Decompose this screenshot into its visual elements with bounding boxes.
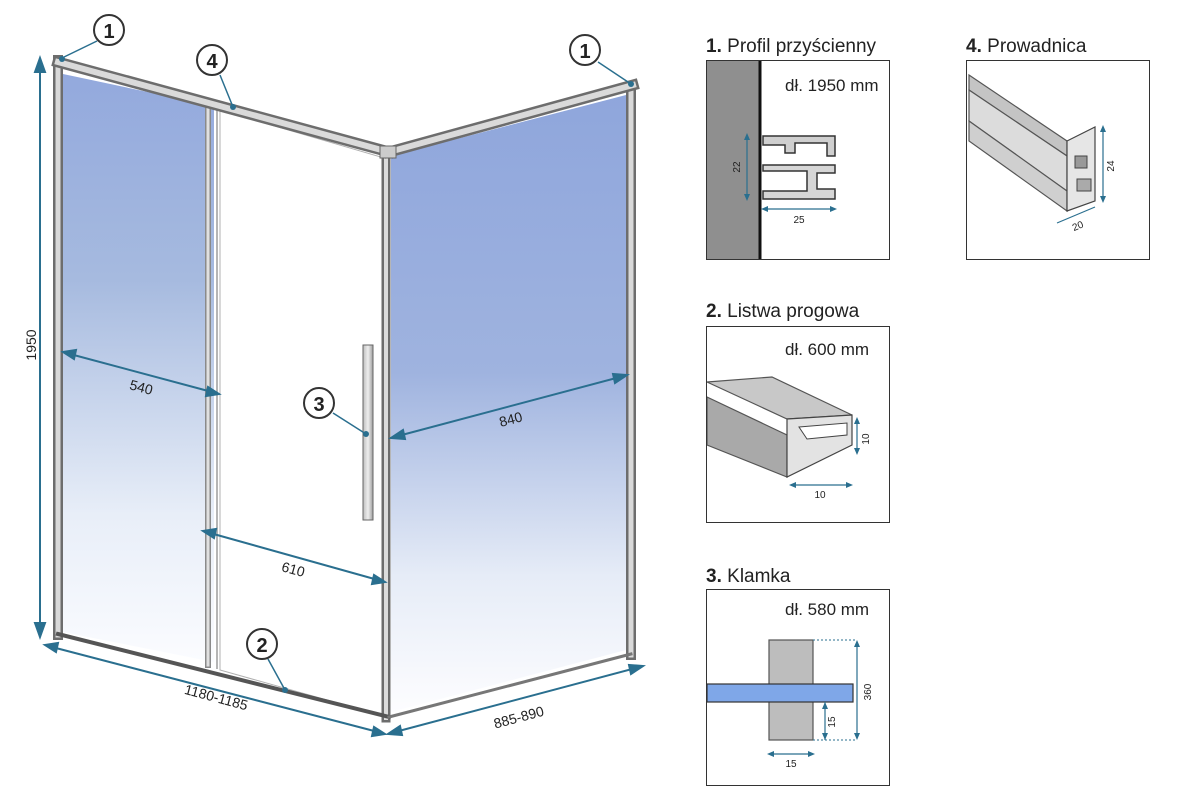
part-3-panel: 360 15 15 — [706, 589, 890, 786]
part-3-dim-offset: 15 — [827, 716, 838, 728]
side-glass-panel — [391, 95, 626, 712]
part-4-number: 4. — [966, 36, 982, 57]
dim-opening: 840 — [497, 408, 524, 430]
sliding-door-glass — [219, 109, 385, 717]
part-2-name: Listwa progowa — [727, 301, 860, 322]
part-1-number: 1. — [706, 36, 722, 57]
part-3-name: Klamka — [727, 566, 791, 587]
part-1-name: Profil przyścienny — [727, 36, 877, 57]
handle-drawing: 360 15 15 — [706, 639, 874, 770]
part-3-dim-width: 15 — [785, 759, 797, 770]
part-4-panel: 24 20 — [966, 60, 1150, 260]
part-3-title: 3. Klamka — [706, 566, 791, 588]
part-4-title: 4. Prowadnica — [966, 36, 1086, 58]
frame — [51, 55, 640, 723]
marker-1-right: 1 — [579, 41, 590, 63]
dim-right-width: 885-890 — [492, 703, 546, 732]
part-1-dim-width: 25 — [793, 215, 805, 226]
guide-rail-drawing: 24 20 — [968, 73, 1117, 234]
callout-markers: 1 1 4 3 2 — [59, 14, 634, 693]
marker-2: 2 — [256, 635, 267, 657]
dim-door: 610 — [280, 558, 307, 580]
marker-1-left: 1 — [103, 21, 114, 43]
part-2-dim-height: 10 — [861, 433, 872, 445]
part-4-dim-width: 20 — [1071, 219, 1086, 234]
part-2-panel: 10 10 — [704, 326, 890, 523]
part-3-number: 3. — [706, 566, 722, 587]
dim-left-width: 1180-1185 — [183, 681, 250, 713]
wall-profile-drawing: 22 25 — [707, 61, 837, 259]
dimension-lines — [33, 55, 646, 738]
dim-height: 1950 — [23, 329, 39, 360]
part-3-dim-total: 360 — [863, 683, 874, 700]
part-2-dim-width: 10 — [814, 490, 826, 501]
corner-cap — [379, 145, 397, 159]
part-3-length: dł. 580 mm — [785, 600, 870, 619]
threshold-strip-drawing: 10 10 — [704, 376, 872, 501]
part-4-name: Prowadnica — [987, 36, 1087, 57]
part-4-dim-height: 24 — [1106, 160, 1117, 172]
marker-4: 4 — [206, 51, 218, 73]
part-2-number: 2. — [706, 301, 722, 322]
part-1-panel: 22 25 — [706, 60, 890, 260]
part-1-title: 1. Profil przyścienny — [706, 36, 876, 58]
part-2-title: 2. Listwa progowa — [706, 301, 859, 323]
part-1-dim-height: 22 — [732, 161, 743, 173]
part-2-length: dł. 600 mm — [785, 340, 870, 359]
fixed-glass-panel — [63, 74, 214, 662]
part-1-length: dł. 1950 mm — [785, 76, 879, 95]
dim-fixed-panel: 540 — [128, 376, 155, 398]
marker-3: 3 — [313, 394, 324, 416]
